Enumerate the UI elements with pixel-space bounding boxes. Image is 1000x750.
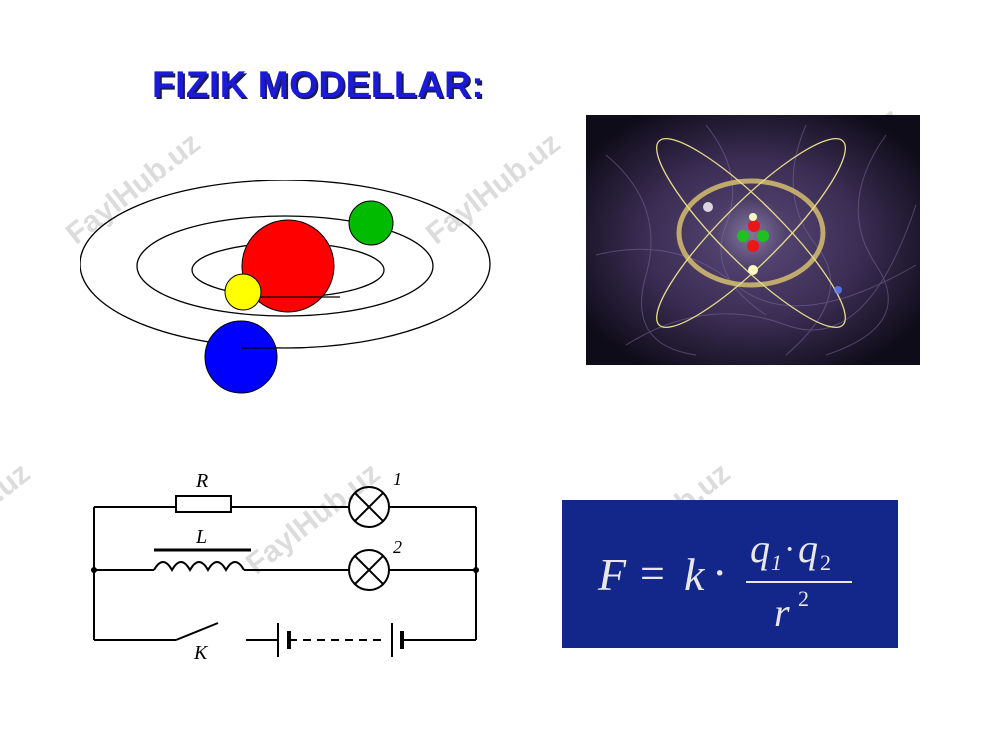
lamp-2-label: 2 <box>393 537 402 557</box>
orbit-ring <box>676 178 826 288</box>
switch <box>175 622 219 641</box>
outer-orbit <box>80 180 491 349</box>
formula-q1: q <box>750 526 770 571</box>
formula-k: k <box>684 549 706 600</box>
watermark: FaylHub.uz <box>0 456 37 582</box>
formula-dot: · <box>712 547 727 598</box>
formula-equals: = <box>640 549 665 598</box>
planetary-atom-model <box>80 180 491 394</box>
formula-q2-sub: 2 <box>820 550 831 575</box>
resistor-label: R <box>195 470 208 492</box>
proton <box>748 220 760 232</box>
switch-label: K <box>193 642 209 664</box>
electron-yellow <box>224 273 262 311</box>
neutron <box>757 230 769 242</box>
circuit-diagram: R L K 1 2 <box>91 469 479 664</box>
atom-illustration <box>586 115 920 365</box>
formula-r-exp: 2 <box>798 586 809 611</box>
lamp-2 <box>348 549 390 591</box>
formula-q1-sub: 1 <box>771 550 782 575</box>
formula-mid-dot: · <box>784 531 795 568</box>
middle-orbit <box>136 215 434 317</box>
page-title: FIZIK MODELLAR: <box>152 64 485 105</box>
lamp-1 <box>348 486 390 528</box>
lamp-1-label: 1 <box>393 469 402 489</box>
formula-r: r <box>774 590 790 635</box>
formula-lhs: F <box>597 549 627 600</box>
neutron <box>737 230 749 242</box>
electron <box>748 265 758 275</box>
resistor <box>175 495 232 513</box>
electron <box>749 213 757 221</box>
inductor-label: L <box>195 526 207 548</box>
formula-q2: q <box>798 526 818 571</box>
electron-green <box>348 200 394 246</box>
inductor <box>153 561 245 573</box>
proton <box>747 240 759 252</box>
electron-blue <box>204 320 278 394</box>
coulomb-formula: F = k · q 1 · q 2 r 2 <box>562 500 898 648</box>
nucleus <box>241 219 335 313</box>
